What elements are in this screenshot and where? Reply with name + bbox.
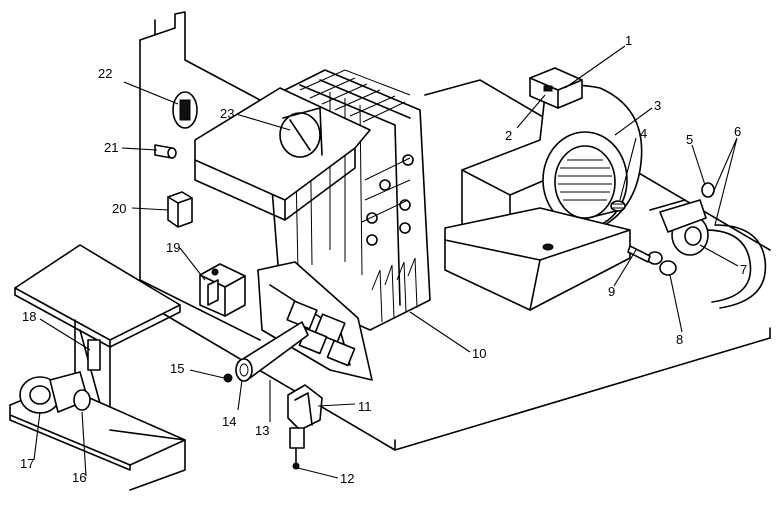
callout-1: 1 <box>625 33 632 48</box>
limit-switch <box>172 91 198 129</box>
callout-18: 18 <box>22 309 36 324</box>
base-floor <box>139 79 771 451</box>
heat-exchanger-ports <box>361 154 414 246</box>
callout-7: 7 <box>740 262 747 277</box>
blower-motor-assembly <box>627 182 767 309</box>
callout-5: 5 <box>686 132 693 147</box>
callout-9: 9 <box>608 284 615 299</box>
callout-8: 8 <box>676 332 683 347</box>
callout-2: 2 <box>505 128 512 143</box>
callout-11: 11 <box>358 399 372 414</box>
vent-hood <box>194 87 371 221</box>
callout-12: 12 <box>340 471 354 486</box>
callout-10: 10 <box>472 346 486 361</box>
blower-relay <box>529 67 583 109</box>
inducer-motor <box>9 371 186 491</box>
callout-19: 19 <box>166 240 180 255</box>
callout-3: 3 <box>654 98 661 113</box>
control-shelf <box>14 244 181 441</box>
callout-labels: 1 2 3 4 5 6 7 8 9 10 11 12 13 14 15 16 1… <box>20 33 747 486</box>
callout-23: 23 <box>220 106 234 121</box>
callout-6: 6 <box>734 124 741 139</box>
burner-front-plate <box>257 261 373 381</box>
flame-sensor <box>223 373 233 383</box>
blower-capacitor <box>610 200 626 212</box>
rollout-switch <box>167 191 193 228</box>
callout-16: 16 <box>72 470 86 485</box>
burner-tube <box>235 321 309 382</box>
gas-valve <box>287 384 323 470</box>
callout-15: 15 <box>170 361 184 376</box>
callout-13: 13 <box>255 423 269 438</box>
sight-glass <box>154 144 177 159</box>
callout-17: 17 <box>20 456 34 471</box>
back-panel <box>139 11 261 341</box>
callout-22: 22 <box>98 66 112 81</box>
callout-4: 4 <box>640 126 647 141</box>
callout-20: 20 <box>112 201 126 216</box>
control-module <box>199 263 246 317</box>
callout-14: 14 <box>222 414 236 429</box>
blower-housing <box>461 84 643 251</box>
louvers <box>371 257 418 323</box>
callout-21: 21 <box>104 140 118 155</box>
blower-base <box>444 207 631 311</box>
leader-lines <box>33 45 739 479</box>
